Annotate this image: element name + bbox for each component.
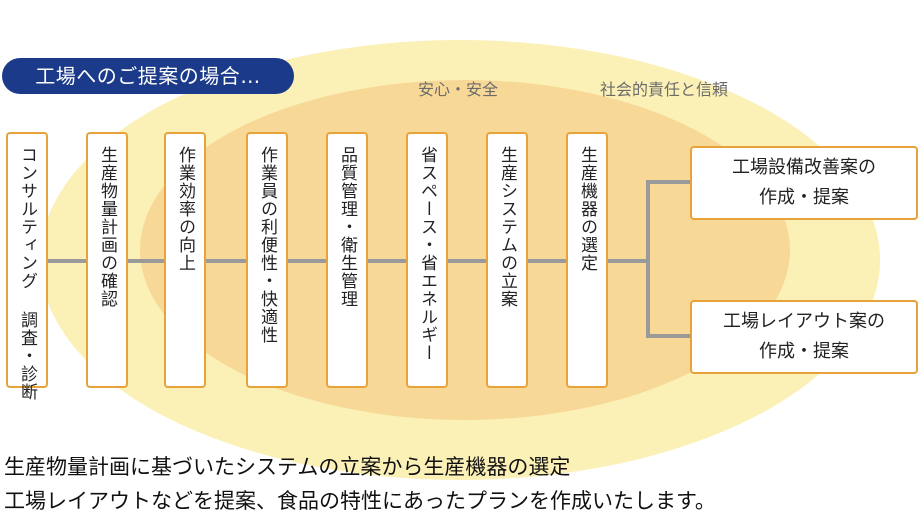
ring-label-trust: 社会的責任と信頼 xyxy=(600,80,729,99)
step-equipment-selection: 生産機器の選定 xyxy=(566,132,608,388)
connector-fork-top xyxy=(646,180,692,184)
step-work-efficiency: 作業効率の向上 xyxy=(164,132,206,388)
footer-line-1: 生産物量計画に基づいたシステムの立案から生産機器の選定 xyxy=(4,455,571,479)
ring-label-safety: 安心・安全 xyxy=(418,80,499,99)
scope-badge: 工場へのご提案の場合… xyxy=(2,58,294,94)
connector-fork-vertical xyxy=(646,180,650,338)
step-space-energy-saving: 省スペース・省エネルギー xyxy=(406,132,448,388)
outcome-factory-layout: 工場レイアウト案の 作成・提案 xyxy=(690,300,918,374)
step-worker-comfort: 作業員の利便性・快適性 xyxy=(246,132,288,388)
footer-line-2: 工場レイアウトなどを提案、食品の特性にあったプランを作成いたします。 xyxy=(4,489,716,513)
connector-line xyxy=(608,259,648,263)
step-label: コンサルティング 調査・診断 xyxy=(17,146,37,401)
connector-line xyxy=(48,259,86,263)
connector-line xyxy=(288,259,326,263)
outcome-label: 工場設備改善案の 作成・提案 xyxy=(732,157,876,208)
step-label: 省スペース・省エネルギー xyxy=(417,146,437,362)
connector-line xyxy=(368,259,406,263)
outcome-facility-improvement: 工場設備改善案の 作成・提案 xyxy=(690,146,918,220)
connector-line xyxy=(528,259,566,263)
step-consulting: コンサルティング 調査・診断 xyxy=(6,132,48,401)
outcome-label: 工場レイアウト案の 作成・提案 xyxy=(723,311,885,362)
connector-line xyxy=(448,259,486,263)
step-production-volume: 生産物量計画の確認 xyxy=(86,132,128,388)
step-production-system: 生産システムの立案 xyxy=(486,132,528,388)
connector-fork-bottom xyxy=(646,334,692,338)
step-label: 作業効率の向上 xyxy=(175,146,195,272)
step-label: 作業員の利便性・快適性 xyxy=(257,146,277,344)
step-quality-hygiene: 品質管理・衛生管理 xyxy=(326,132,368,388)
step-label: 生産物量計画の確認 xyxy=(97,146,117,308)
step-label: 品質管理・衛生管理 xyxy=(337,146,357,308)
connector-line xyxy=(128,259,164,263)
step-label: 生産システムの立案 xyxy=(497,146,517,308)
step-label: 生産機器の選定 xyxy=(577,146,597,272)
connector-line xyxy=(206,259,246,263)
